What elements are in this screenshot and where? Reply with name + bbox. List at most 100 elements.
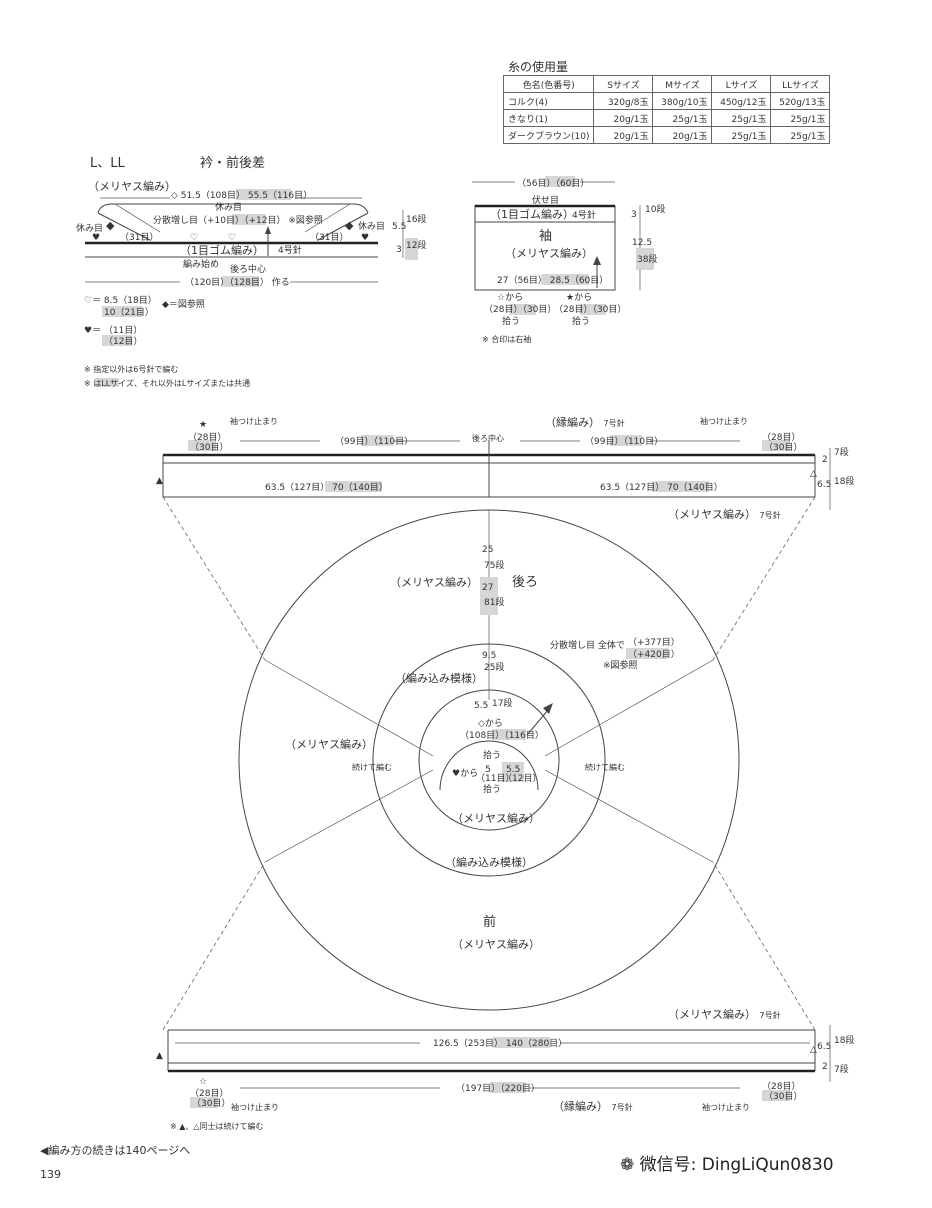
back-right-count-hl: （30目）: [764, 442, 802, 453]
note-size: ※ はLLサイズ、それ以外はLサイズまたは共通: [84, 378, 250, 388]
heart-mark: ♥: [92, 233, 100, 243]
front-h65: 6.5: [817, 1042, 831, 1052]
heart-legend-b: （12目）: [104, 336, 142, 347]
note-needle: ※ 指定以外は6号針で編む: [84, 364, 178, 374]
yarn-table: 色名(色番号) Sサイズ Mサイズ Lサイズ LLサイズ コルク(4) 320g…: [502, 75, 831, 144]
highlight: [541, 274, 589, 285]
pick-left: （28目）（30目）: [484, 304, 556, 315]
collar-h1-rows-hl: 12段: [406, 239, 426, 251]
collar-title: 衿・前後差: [200, 155, 265, 171]
sleeve-h-body: 12.5: [632, 238, 652, 248]
h27-rows: 81段: [484, 596, 504, 608]
table-cell: ダークブラウン(10): [502, 126, 595, 144]
highlight: [493, 1037, 550, 1048]
increase-ref: ※図参照: [603, 659, 638, 671]
back-width-left: 63.5（127目） 70（140目）: [265, 482, 388, 493]
sleeve-name: 袖: [539, 229, 552, 244]
highlight: [636, 248, 654, 270]
highlight: [236, 189, 291, 200]
collar-outline: [97, 203, 369, 214]
sleeve-diagram: （56目）（60目） 伏せ目 （1目ゴム編み） 4号針 袖 （メリヤス編み） 2…: [472, 176, 665, 344]
highlight: [325, 481, 382, 492]
back-count-right: （99目）（110目）: [585, 436, 663, 447]
wechat-watermark: ❁ 微信号: DingLiQun0830: [620, 1150, 834, 1175]
heart-open-legend-a: ♡＝ 8.5（18目）: [84, 295, 157, 306]
highlight: [510, 304, 536, 315]
continue-left: 続けて編む: [352, 762, 392, 772]
pickup-left: 拾う: [502, 315, 520, 327]
heart-mark: ♥: [361, 233, 369, 243]
connector: [162, 496, 266, 661]
front-h2-rows: 7段: [834, 1063, 849, 1075]
front-edge: （縁編み） 7号針: [553, 1099, 633, 1113]
table-cell: 25g/1玉: [770, 126, 831, 144]
sleeve-h-rib-rows: 10段: [645, 203, 665, 215]
sleeve-top: （56目）（60目）: [517, 178, 589, 189]
start-label: 編み始め: [183, 258, 219, 270]
pick-right: （28目）（30目）: [554, 304, 626, 315]
count-31-right: （31目）: [310, 232, 348, 243]
left-meriyasu: （メリヤス編み）: [285, 737, 373, 751]
increase-arrow: [526, 709, 549, 736]
front-left-count-hl: （30目）: [192, 1098, 230, 1109]
band-h65-rows: 18段: [834, 475, 854, 487]
heart-open-legend-b: 10（21目）: [104, 307, 154, 318]
highlight: [190, 1097, 218, 1108]
front-label: 前: [483, 914, 496, 930]
table-cell: 20g/1玉: [652, 126, 713, 144]
front-h65-rows: 18段: [834, 1034, 854, 1046]
h25-rows: 75段: [484, 559, 504, 571]
sleeve-join-line: [544, 659, 714, 757]
sleeve-h-rib: 3: [631, 210, 637, 220]
from-heart: ♥から: [452, 768, 478, 779]
highlight: [610, 435, 642, 446]
h25: 25: [482, 545, 493, 555]
front-width: 126.5（253目） 140（280目）: [433, 1038, 567, 1049]
h95-rows: 25段: [484, 661, 504, 673]
c5: 5: [485, 765, 491, 775]
table-row: きなり(1) 20g/1玉 25g/1玉 25g/1玉 25g/1玉: [502, 109, 831, 127]
sleeve-mark-note: ※ 合印は右袖: [482, 334, 531, 344]
c55: 5.5: [506, 765, 520, 775]
front-right-count-hl: （30目）: [764, 1091, 802, 1102]
increase-a: （+377目）: [628, 637, 680, 648]
c12: （12目）: [503, 773, 541, 784]
collar-rib-label: （1目ゴム編み）: [180, 243, 264, 257]
highlight: [545, 176, 575, 187]
sleeve-rib: （1目ゴム編み）: [490, 207, 574, 221]
table-row: コルク(4) 320g/8玉 380g/10玉 450g/12玉 520g/13…: [502, 92, 831, 110]
connector: [712, 496, 816, 661]
front-count: （197目）（220目）: [456, 1083, 540, 1094]
sleeve-stop-right: 袖つけ止まり: [702, 1102, 750, 1112]
collar-inner: [304, 203, 351, 233]
back-label: 後ろ: [512, 575, 538, 590]
highlight: [502, 762, 524, 782]
front-left-count: （28目）: [190, 1088, 228, 1099]
edge-label: （縁編み） 7号針: [545, 415, 625, 429]
yarn-title: 糸の使用量: [508, 60, 569, 74]
highlight: [232, 214, 266, 225]
collar-h1-rows: 16段: [406, 213, 426, 225]
collar-h1: 5.5: [392, 222, 406, 232]
increase-label: 分散増し目 全体で: [550, 639, 625, 651]
highlight: [492, 729, 526, 740]
center-label: 後ろ中心: [230, 263, 266, 275]
front-band: （メリヤス編み） 7号針 126.5（253目） 140（280目） ▲ △ ☆…: [156, 1007, 854, 1131]
rest-stitch-label: 休み目: [215, 201, 242, 213]
back-left-count-hl: （30目）: [190, 442, 228, 453]
arrow-head: [593, 256, 601, 265]
inner-meriyasu: （メリヤス編み）: [452, 811, 540, 825]
back-meriyasu: （メリヤス編み） 7号針: [668, 507, 781, 521]
count-31-left: （31目）: [120, 232, 158, 243]
sleeve-h-body-rows: 38段: [637, 253, 657, 265]
front-meriyasu: （メリヤス編み）: [452, 937, 540, 951]
pattern-label: （編み込み模様）: [395, 671, 483, 685]
highlight: [762, 1090, 790, 1101]
back-right-count: （28目）: [762, 432, 800, 443]
front-band-meriyasu: （メリヤス編み） 7号針: [668, 1007, 781, 1021]
body-circle: 25 75段 27 81段 （メリヤス編み） 後ろ 分散増し目 全体で （+37…: [162, 496, 816, 1031]
connector: [712, 861, 816, 1031]
sleeve-needle: 4号針: [572, 209, 596, 221]
back-width-right: 63.5（127目） 70（140目）: [600, 482, 723, 493]
